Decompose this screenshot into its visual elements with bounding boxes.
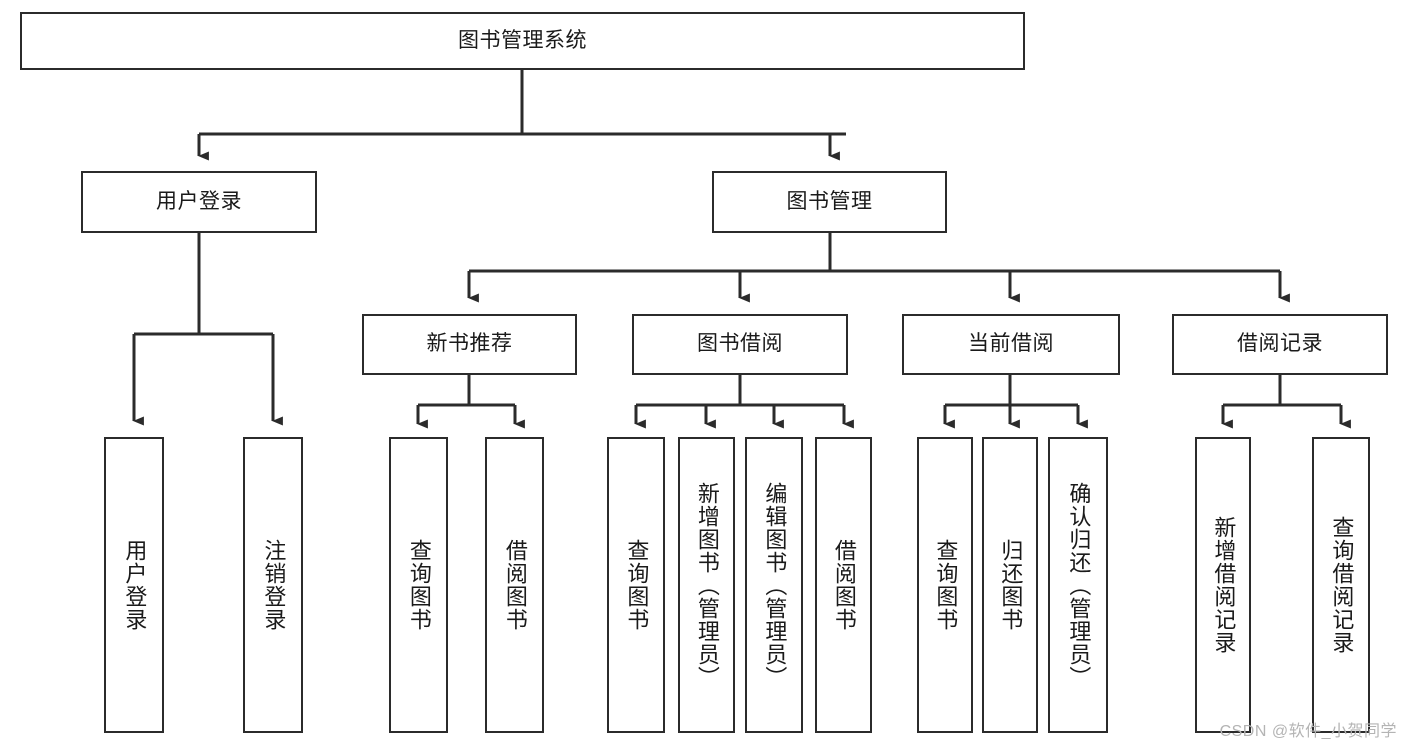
node-book-manage-label: 图书管理 — [786, 189, 873, 213]
node-user-login[interactable]: 用户登录 — [81, 171, 317, 233]
node-leaf-return-book[interactable]: 归还图书 — [982, 437, 1038, 733]
node-leaf-return-book-label: 归还图书 — [998, 539, 1024, 631]
node-leaf-add-book-admin-label: 新增图书（管理员） — [694, 481, 720, 689]
node-leaf-confirm-return-admin-label: 确认归还（管理员） — [1066, 481, 1092, 689]
node-leaf-add-borrow-record-label: 新增借阅记录 — [1211, 516, 1237, 654]
node-leaf-logout-login[interactable]: 注销登录 — [243, 437, 303, 733]
node-leaf-logout-login-label: 注销登录 — [261, 539, 287, 631]
node-root-label: 图书管理系统 — [458, 28, 587, 52]
node-leaf-query-borrow-record[interactable]: 查询借阅记录 — [1312, 437, 1370, 733]
node-borrow-record[interactable]: 借阅记录 — [1172, 314, 1388, 375]
node-book-borrow[interactable]: 图书借阅 — [632, 314, 848, 375]
node-current-borrow-label: 当前借阅 — [968, 332, 1054, 356]
node-leaf-borrow-book-2[interactable]: 借阅图书 — [815, 437, 872, 733]
node-book-borrow-label: 图书借阅 — [697, 332, 783, 356]
node-leaf-query-book-1-label: 查询图书 — [406, 539, 432, 631]
node-leaf-query-book-2-label: 查询图书 — [624, 539, 650, 631]
node-current-borrow[interactable]: 当前借阅 — [902, 314, 1120, 375]
node-leaf-query-book-1[interactable]: 查询图书 — [389, 437, 448, 733]
node-leaf-borrow-book-2-label: 借阅图书 — [831, 539, 857, 631]
node-new-book-recommend[interactable]: 新书推荐 — [362, 314, 577, 375]
node-leaf-user-login-label: 用户登录 — [122, 539, 148, 631]
node-leaf-query-book-3-label: 查询图书 — [933, 539, 959, 631]
watermark-text: CSDN @软件_小贺同学 — [1219, 723, 1397, 740]
node-leaf-query-book-2[interactable]: 查询图书 — [607, 437, 665, 733]
node-leaf-add-book-admin[interactable]: 新增图书（管理员） — [678, 437, 735, 733]
node-leaf-query-book-3[interactable]: 查询图书 — [917, 437, 973, 733]
node-leaf-query-borrow-record-label: 查询借阅记录 — [1329, 516, 1355, 654]
node-leaf-edit-book-admin-label: 编辑图书（管理员） — [762, 481, 788, 689]
node-leaf-user-login[interactable]: 用户登录 — [104, 437, 164, 733]
node-leaf-add-borrow-record[interactable]: 新增借阅记录 — [1195, 437, 1251, 733]
node-book-manage[interactable]: 图书管理 — [712, 171, 947, 233]
node-leaf-borrow-book-1-label: 借阅图书 — [502, 539, 528, 631]
node-leaf-edit-book-admin[interactable]: 编辑图书（管理员） — [745, 437, 803, 733]
node-user-login-label: 用户登录 — [156, 189, 242, 213]
node-new-book-recommend-label: 新书推荐 — [426, 332, 513, 356]
node-leaf-borrow-book-1[interactable]: 借阅图书 — [485, 437, 544, 733]
node-leaf-confirm-return-admin[interactable]: 确认归还（管理员） — [1048, 437, 1108, 733]
node-root[interactable]: 图书管理系统 — [20, 12, 1025, 70]
node-borrow-record-label: 借阅记录 — [1237, 332, 1323, 356]
